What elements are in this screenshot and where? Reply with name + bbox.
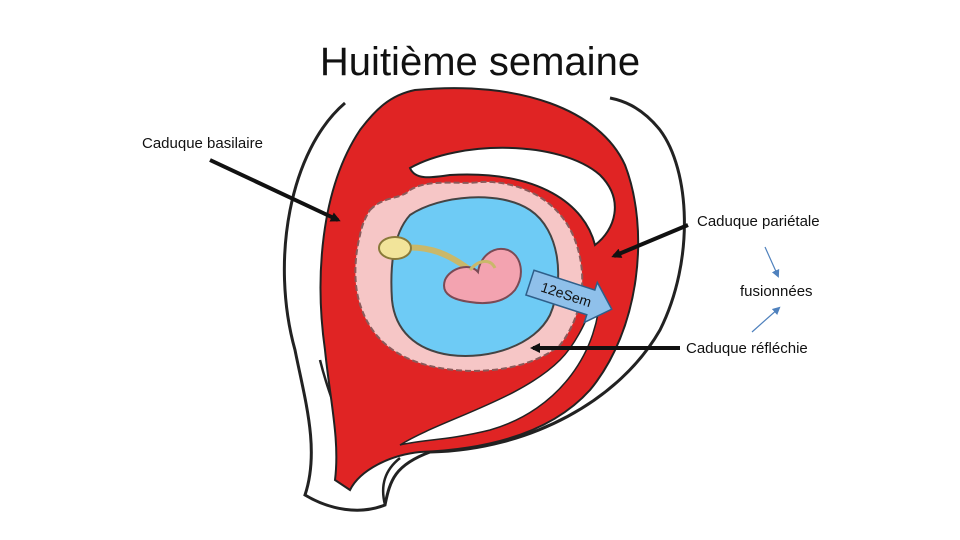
label-caduque-basilaire: Caduque basilaire [142, 135, 263, 152]
label-fusionnees: fusionnées [740, 283, 813, 300]
arrow-basilaire [209, 158, 341, 222]
fusion-arrow-top [764, 246, 780, 278]
yolk-sac [378, 236, 412, 260]
uterine-cavity-lower [399, 289, 601, 446]
diagram-title: Huitième semaine [319, 40, 641, 84]
label-caduque-reflechie: Caduque réfléchie [686, 340, 808, 357]
uterine-wall-outline [282, 96, 686, 512]
week-tag-shape [524, 269, 613, 324]
cervical-canal-outline-inner [381, 457, 401, 506]
embryo [443, 247, 522, 305]
umbilical-cord [468, 260, 497, 271]
label-caduque-parietale: Caduque pariétale [697, 213, 820, 230]
uterine-cavity [408, 146, 616, 247]
arrow-parietale [611, 223, 689, 258]
fusion-arrow-bottom [751, 306, 781, 333]
